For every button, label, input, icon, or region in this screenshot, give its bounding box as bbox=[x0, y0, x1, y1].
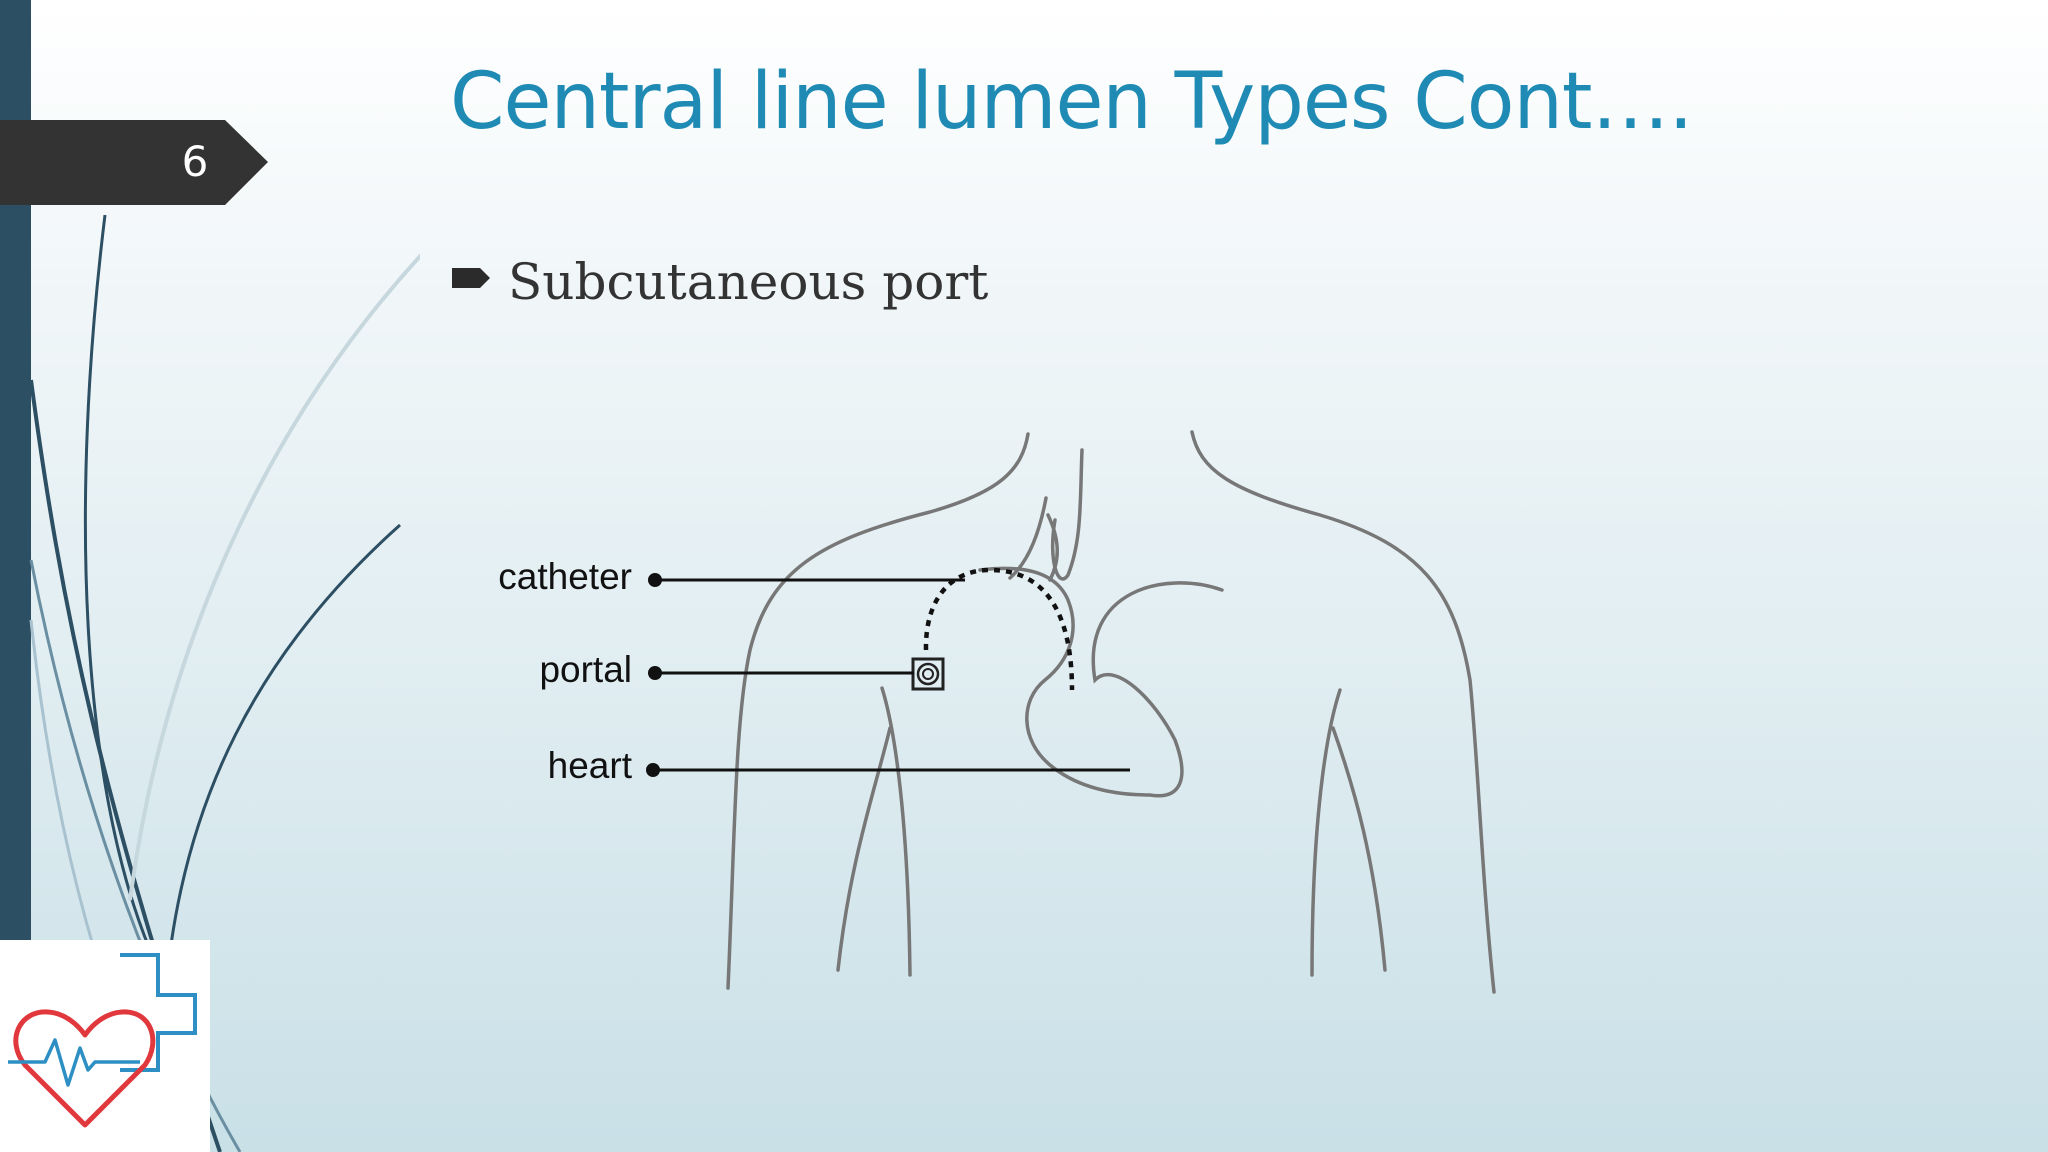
heart-cross-ecg-logo bbox=[0, 940, 210, 1152]
logo-box bbox=[0, 940, 210, 1152]
subcutaneous-port-diagram bbox=[470, 420, 1610, 1010]
label-heart: heart bbox=[452, 744, 632, 788]
label-catheter: catheter bbox=[452, 555, 632, 599]
slide-number: 6 bbox=[170, 137, 220, 187]
label-portal: portal bbox=[452, 648, 632, 692]
slide-number-tab bbox=[0, 120, 270, 205]
port-icon bbox=[913, 659, 943, 689]
slide-title: Central line lumen Types Cont…. bbox=[450, 52, 1692, 152]
bullet-text: Subcutaneous port bbox=[508, 252, 988, 312]
pointing-tag-icon bbox=[452, 266, 492, 290]
